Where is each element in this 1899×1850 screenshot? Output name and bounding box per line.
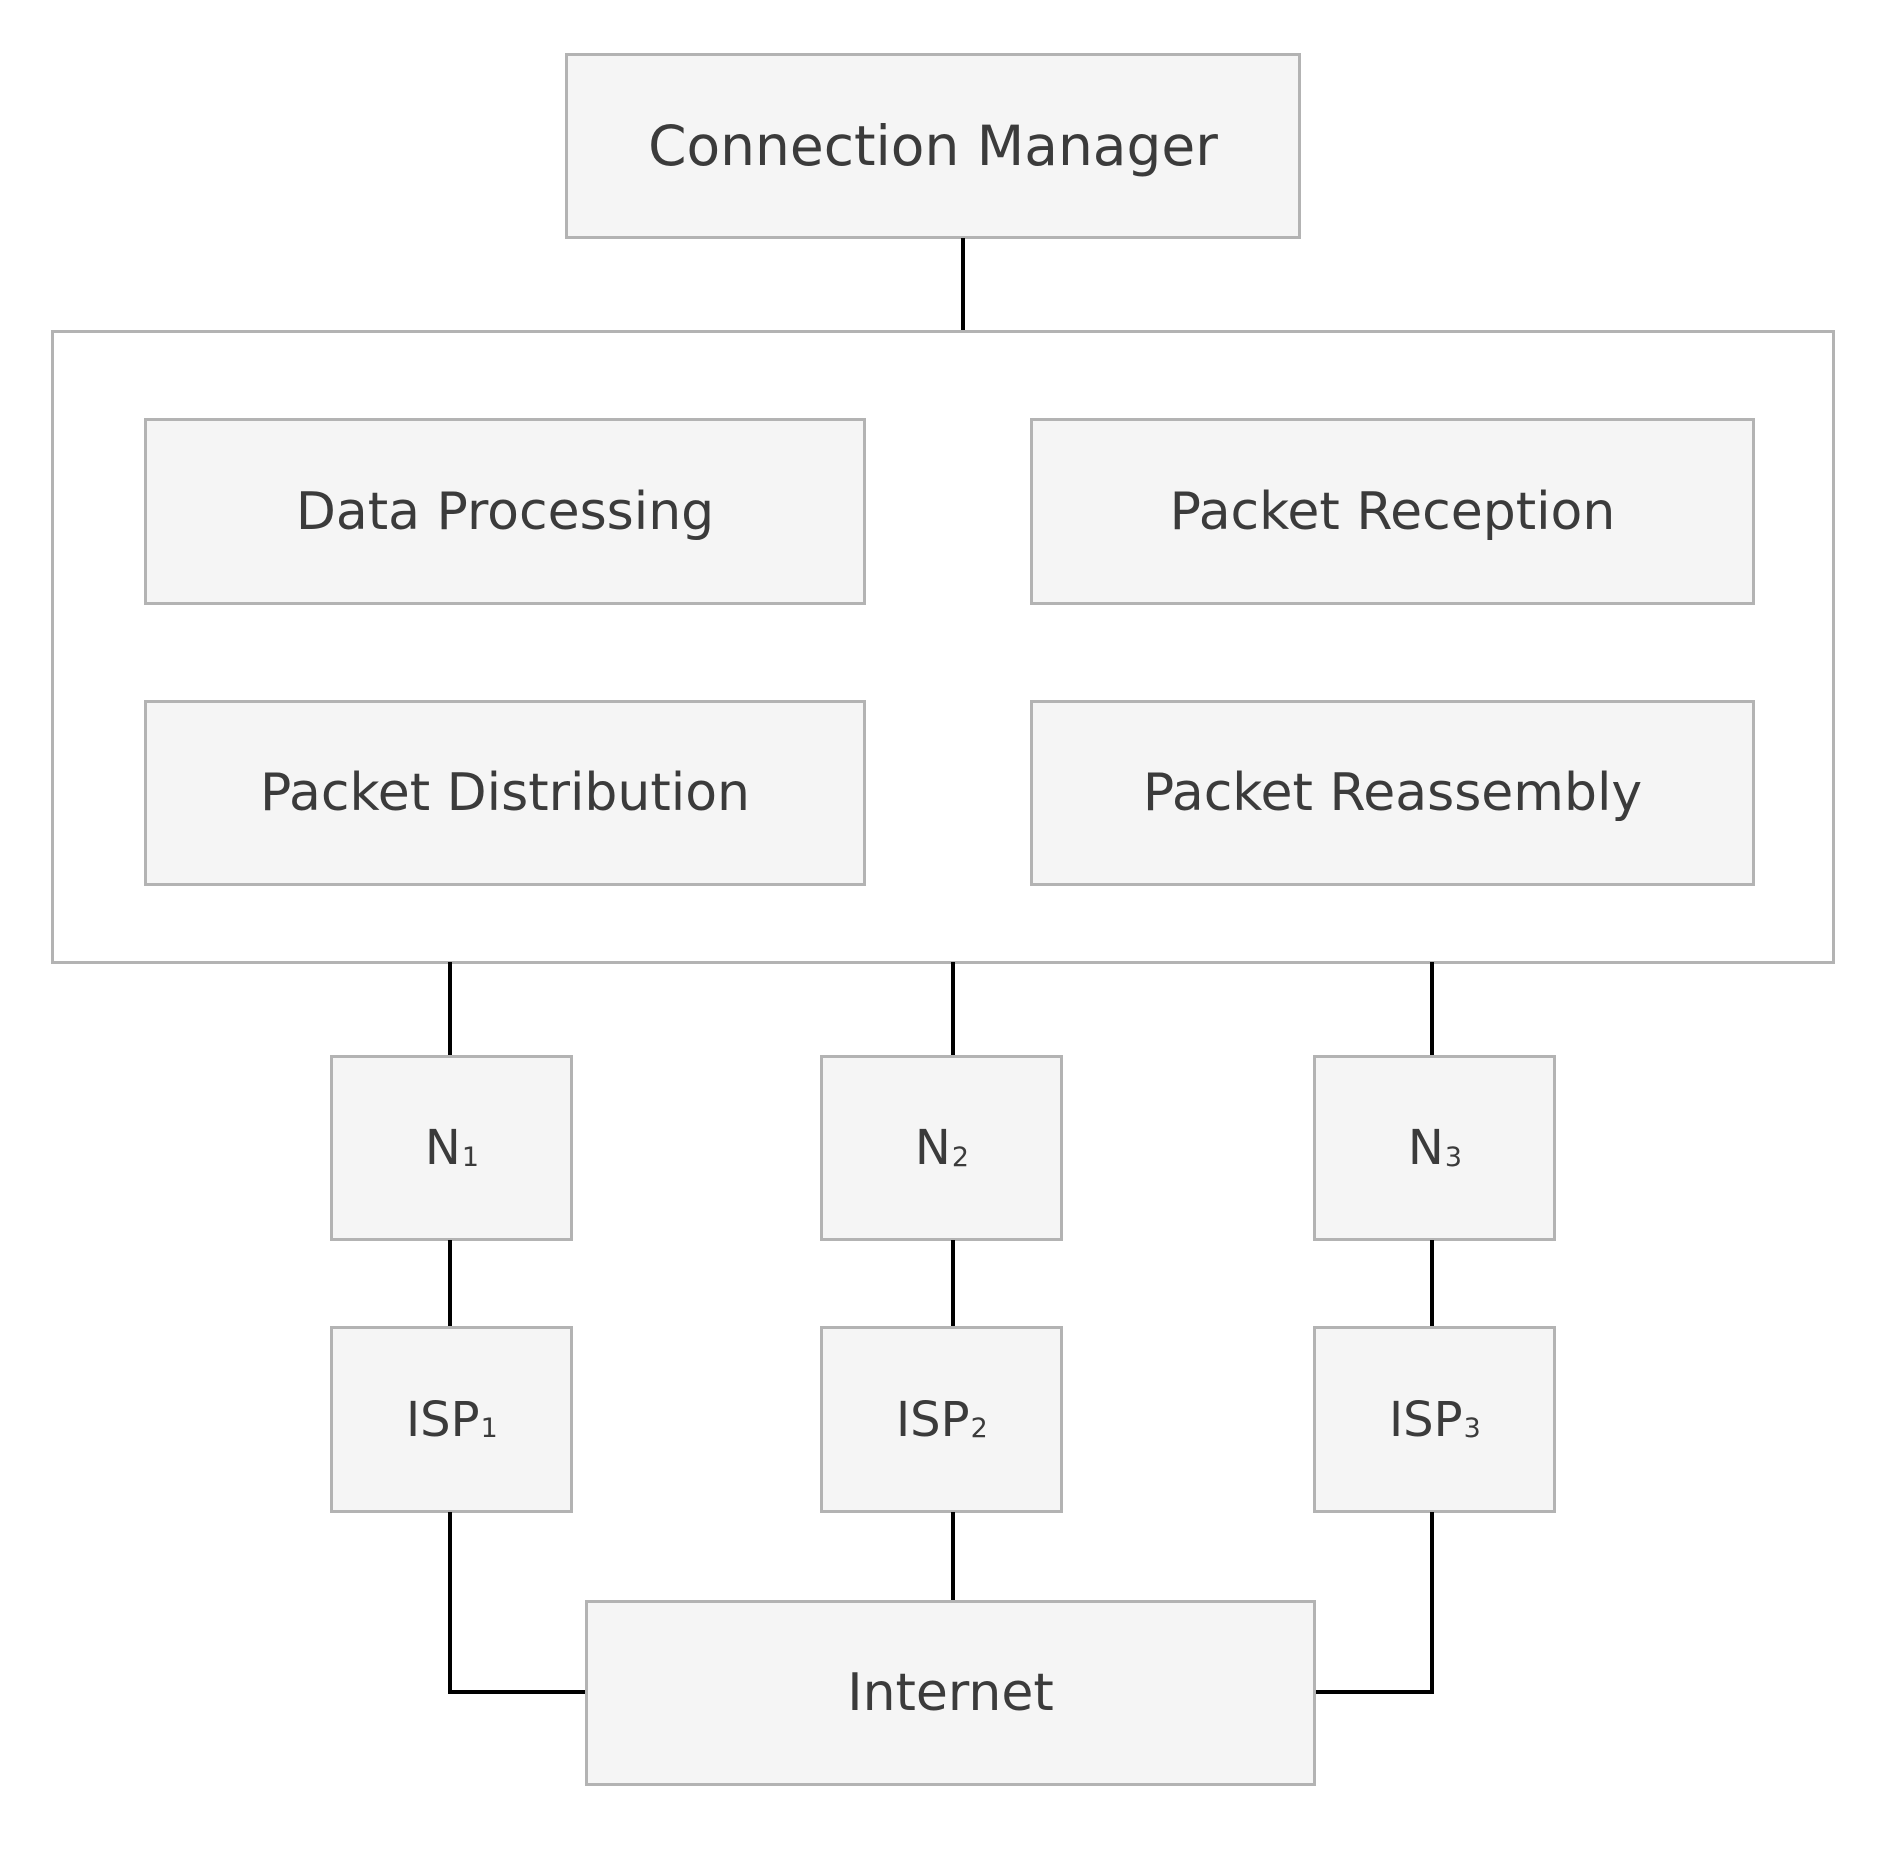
edge-n3-to-isp3 (1430, 1240, 1434, 1328)
node-n1-base: N (424, 1120, 461, 1176)
node-packet-reception-label: Packet Reception (1169, 481, 1616, 542)
node-packet-reassembly[interactable]: Packet Reassembly (1030, 700, 1755, 886)
node-data-processing[interactable]: Data Processing (144, 418, 866, 605)
node-module-container (51, 330, 1835, 964)
edge-n1-to-isp1 (448, 1240, 452, 1328)
node-packet-reassembly-label: Packet Reassembly (1142, 763, 1643, 823)
edge-container-to-n2 (951, 962, 955, 1057)
node-isp2-base: ISP (896, 1391, 970, 1448)
node-internet[interactable]: Internet (585, 1600, 1316, 1786)
edge-isp3-to-internet-horizontal (1313, 1690, 1434, 1694)
node-isp1-base: ISP (406, 1391, 480, 1448)
node-isp2-subscript: 2 (970, 1413, 989, 1445)
node-n3-base: N (1407, 1120, 1444, 1176)
node-isp3-base: ISP (1389, 1391, 1463, 1448)
edge-isp1-to-internet-horizontal (448, 1690, 588, 1694)
edge-isp1-to-internet-vertical (448, 1512, 452, 1694)
node-packet-distribution[interactable]: Packet Distribution (144, 700, 866, 886)
node-data-processing-label: Data Processing (295, 481, 715, 542)
node-connection-manager[interactable]: Connection Manager (565, 53, 1301, 239)
edge-connection-manager-to-container (961, 238, 965, 332)
node-packet-reception[interactable]: Packet Reception (1030, 418, 1755, 605)
edge-container-to-n1 (448, 962, 452, 1057)
node-n2-base: N (914, 1120, 951, 1176)
edge-n2-to-isp2 (951, 1240, 955, 1328)
node-n1-subscript: 1 (461, 1141, 480, 1173)
node-internet-label: Internet (847, 1663, 1054, 1723)
edge-isp2-to-internet (951, 1512, 955, 1602)
node-n2-subscript: 2 (951, 1141, 970, 1173)
node-connection-manager-label: Connection Manager (648, 113, 1218, 178)
node-packet-distribution-label: Packet Distribution (259, 763, 750, 823)
node-isp3-subscript: 3 (1463, 1413, 1482, 1445)
edge-isp3-to-internet-vertical (1430, 1512, 1434, 1694)
edge-container-to-n3 (1430, 962, 1434, 1057)
node-isp1-subscript: 1 (480, 1413, 499, 1445)
node-n3-subscript: 3 (1444, 1141, 1463, 1173)
